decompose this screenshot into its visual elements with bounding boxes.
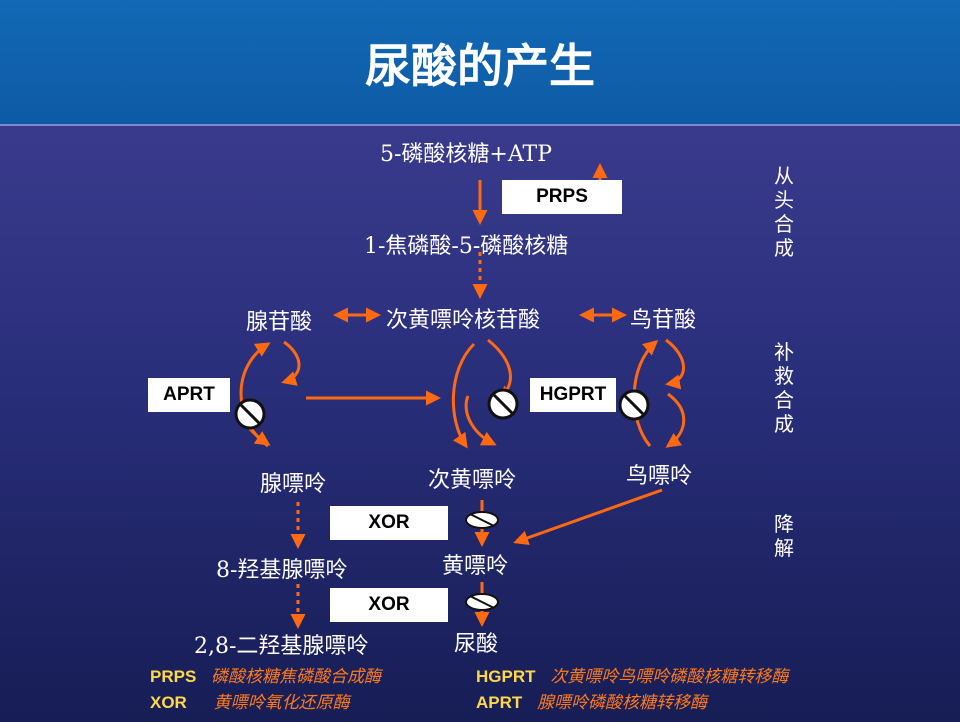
legend-abbr: HGPRT: [476, 667, 536, 686]
enzyme-hgprt: HGPRT: [530, 378, 616, 412]
page-title: 尿酸的产生: [365, 39, 595, 93]
title-bar: 尿酸的产生: [0, 0, 960, 124]
legend-name: 次黄嘌呤鸟嘌呤磷酸核糖转移酶: [550, 667, 789, 687]
node-uric-acid: 尿酸: [454, 632, 499, 657]
arrow-guanine-to-xanthine: [513, 488, 663, 546]
node-8-hydroxyadenine: 8-羟基腺嘌呤: [216, 558, 348, 583]
arrow-hgprt-g-inner: [665, 338, 685, 390]
node-guanine: 鸟嘌呤: [626, 464, 693, 489]
arrow-aprt-inner: [281, 340, 301, 386]
arrow-aprt-outer: [239, 342, 271, 448]
legend-abbr: XOR: [150, 693, 187, 712]
inhibit-aprt-icon: [234, 398, 266, 430]
inhibit-hgprt-h-icon: [487, 388, 519, 420]
node-xanthine: 黄嘌呤: [442, 554, 509, 579]
node-adenine: 腺嘌呤: [260, 472, 327, 497]
node-2-8-dihydroxyadenine: 2,8-二羟基腺嘌呤: [194, 634, 369, 659]
enzyme-xor-2: XOR: [330, 588, 448, 622]
label-salvage: 补救合成: [774, 340, 794, 436]
arrow-hgprt-h-outer: [451, 342, 476, 449]
legend-prps: PRPS 磷酸核糖焦磷酸合成酶: [150, 662, 381, 687]
node-gmp: 鸟苷酸: [630, 308, 697, 333]
node-imp: 次黄嘌呤核苷酸: [386, 308, 541, 333]
node-r5p-atp: 5-磷酸核糖+ATP: [380, 142, 553, 167]
legend-name: 腺嘌呤磷酸核糖转移酶: [537, 693, 708, 713]
inhibit-xor1-icon: [465, 511, 499, 529]
node-hypoxanthine: 次黄嘌呤: [428, 468, 517, 493]
enzyme-prps: PRPS: [502, 180, 622, 214]
enzyme-aprt: APRT: [148, 378, 230, 412]
label-de-novo: 从头合成: [774, 164, 794, 260]
legend-aprt: APRT 腺嘌呤磷酸核糖转移酶: [476, 688, 707, 713]
enzyme-xor-1: XOR: [330, 506, 448, 540]
node-amp: 腺苷酸: [246, 310, 313, 335]
label-degradation: 降解: [774, 512, 794, 560]
arrow-hgprt-g-inner2: [665, 392, 686, 448]
legend-name: 黄嘌呤氧化还原酶: [213, 693, 350, 713]
legend-hgprt: HGPRT 次黄嘌呤鸟嘌呤磷酸核糖转移酶: [476, 662, 788, 687]
legend-abbr: PRPS: [150, 667, 197, 686]
node-prpp: 1-焦磷酸-5-磷酸核糖: [364, 234, 569, 259]
legend-abbr: APRT: [476, 693, 523, 712]
inhibit-xor2-icon: [465, 593, 499, 611]
legend-xor: XOR 黄嘌呤氧化还原酶: [150, 688, 350, 713]
arrow-hgprt-h-inner2: [464, 395, 497, 446]
inhibit-hgprt-g-icon: [618, 389, 650, 421]
legend-name: 磷酸核糖焦磷酸合成酶: [211, 667, 382, 687]
